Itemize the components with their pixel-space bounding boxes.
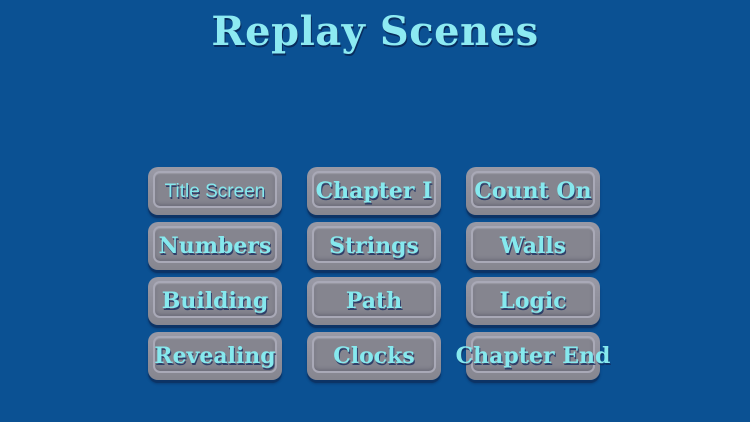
button-inset-plate [471,336,595,373]
button-inset-plate [153,171,277,208]
scene-button-label: Revealing [154,343,276,369]
scene-button-strings[interactable]: Strings [307,222,441,270]
page-title: Replay Scenes [211,8,539,55]
button-inset-plate [312,281,436,318]
scene-button-grid: Title Screen Chapter I Count On Numbers Stri… [148,167,611,380]
button-inset-plate [153,226,277,263]
scene-button-revealing[interactable]: Revealing [148,332,282,380]
scene-button-building[interactable]: Building [148,277,282,325]
scene-button-label: Walls [499,233,567,259]
button-inset-plate [153,336,277,373]
scene-button-clocks[interactable]: Clocks [307,332,441,380]
scene-button-label: Chapter I [315,178,433,204]
scene-button-logic[interactable]: Logic [466,277,600,325]
button-inset-plate [312,226,436,263]
scene-button-label: Path [345,288,403,314]
scene-button-numbers[interactable]: Numbers [148,222,282,270]
scene-button-chapter-i[interactable]: Chapter I [307,167,441,215]
scene-button-label: Chapter End [455,343,611,369]
button-inset-plate [471,281,595,318]
button-inset-plate [471,226,595,263]
button-inset-plate [153,281,277,318]
scene-button-label: Numbers [158,233,272,259]
scene-button-label: Logic [499,288,567,314]
scene-button-label: Building [161,288,269,314]
scene-button-chapter-end[interactable]: Chapter End [455,332,611,380]
scene-button-count-on[interactable]: Count On [466,167,600,215]
button-inset-plate [471,171,595,208]
scene-button-label: Strings [329,233,419,259]
button-inset-plate [312,171,436,208]
scene-button-path[interactable]: Path [307,277,441,325]
scene-button-walls[interactable]: Walls [466,222,600,270]
button-inset-plate [312,336,436,373]
scene-button-label: Clocks [333,343,415,369]
scene-button-title-screen[interactable]: Title Screen [148,167,282,215]
scene-button-label: Title Screen [164,180,266,202]
scene-button-label: Count On [474,178,592,204]
